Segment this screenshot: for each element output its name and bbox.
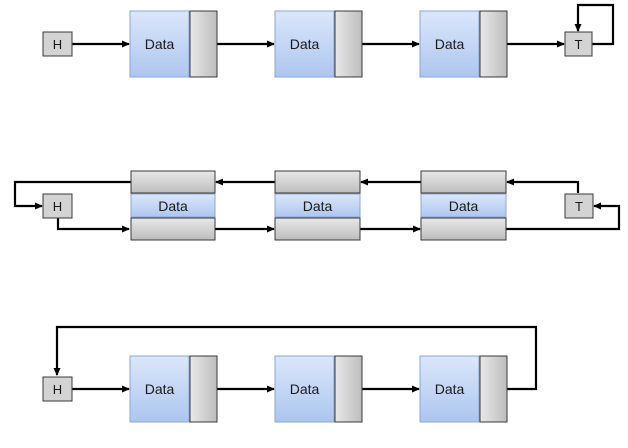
arrow-tail-to-node-3 — [506, 178, 580, 193]
head-label: H — [53, 382, 62, 397]
node-data-label: Data — [290, 381, 320, 397]
head-label: H — [53, 199, 62, 214]
circular-linked-list: H Data Data Data — [42, 325, 538, 423]
tail-label: T — [575, 199, 583, 214]
node-data-label: Data — [158, 198, 188, 214]
list-node: Data — [419, 10, 508, 78]
node-data-label: Data — [145, 381, 175, 397]
tail-label: T — [575, 37, 583, 52]
node-data-label: Data — [435, 36, 465, 52]
tail-box: T — [564, 31, 593, 57]
list-node: Data — [274, 10, 363, 78]
list-node: Data — [419, 355, 508, 423]
list-node: Data — [274, 170, 361, 241]
list-node: Data — [274, 355, 363, 423]
arrow-head-to-node-1 — [56, 218, 130, 233]
singly-linked-list: H Data Data Data T — [42, 3, 615, 78]
node-data-label: Data — [290, 36, 320, 52]
head-box: H — [42, 31, 73, 57]
arrow-tail-self-loop — [574, 3, 615, 46]
list-node: Data — [129, 355, 218, 423]
arrow-node-3-back-to-head — [53, 325, 538, 391]
node-data-label: Data — [435, 381, 465, 397]
tail-box: T — [564, 193, 594, 219]
arrow-node-3-to-tail — [506, 202, 621, 231]
head-box: H — [42, 193, 73, 219]
head-box: H — [42, 376, 73, 402]
list-node: Data — [129, 10, 218, 78]
node-data-label: Data — [449, 198, 479, 214]
node-data-label: Data — [303, 198, 333, 214]
arrow-node-1-to-head — [13, 180, 131, 210]
list-node: Data — [420, 170, 507, 241]
list-node: Data — [130, 170, 216, 241]
head-label: H — [53, 37, 62, 52]
doubly-linked-list: H Data Data Data T — [13, 170, 621, 241]
node-data-label: Data — [145, 36, 175, 52]
